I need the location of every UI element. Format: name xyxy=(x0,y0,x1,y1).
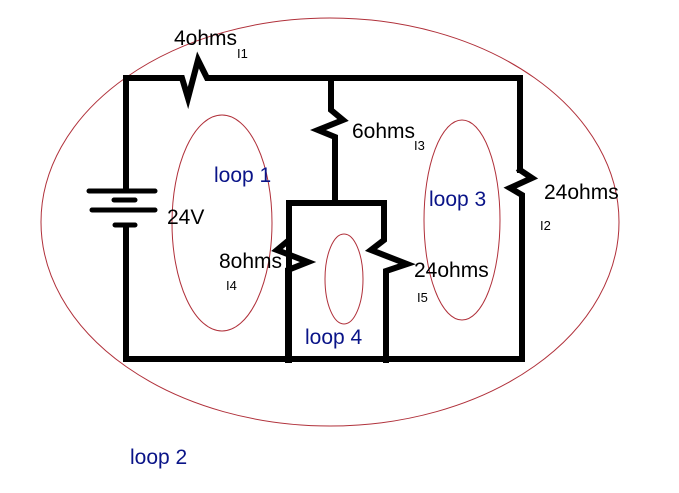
label-24v: 24V xyxy=(167,206,204,229)
label-4ohms: 4ohms xyxy=(174,27,237,50)
loop3-label: loop 3 xyxy=(429,188,486,211)
wire-bottom xyxy=(123,227,525,362)
resistor-6ohms xyxy=(310,75,349,206)
loop2-label: loop 2 xyxy=(130,446,187,469)
label-current-i4: I4 xyxy=(226,278,237,293)
label-24ohms-right: 24ohms xyxy=(544,181,619,204)
loop2-outline xyxy=(40,17,620,427)
loop3-outline xyxy=(423,119,501,321)
wires xyxy=(123,51,539,363)
resistor-8ohms xyxy=(271,225,317,363)
label-6ohms: 6ohms xyxy=(352,120,415,143)
resistor-24ohms-right xyxy=(503,165,539,361)
loop4-outline xyxy=(324,233,364,325)
label-8ohms: 8ohms xyxy=(219,250,282,273)
wire-top xyxy=(210,75,523,173)
wire-left-top xyxy=(123,75,177,193)
resistor-24ohms-branch xyxy=(364,225,416,363)
label-current-i2: I2 xyxy=(540,218,551,233)
resistor-4ohms xyxy=(171,51,216,110)
loop4-label: loop 4 xyxy=(305,326,363,349)
loop1-label: loop 1 xyxy=(214,164,271,187)
loop1-outline xyxy=(171,114,273,332)
label-current-i3: I3 xyxy=(414,138,425,153)
label-current-i5: I5 xyxy=(417,290,428,305)
label-current-i1: I1 xyxy=(237,46,248,61)
label-24ohms-branch: 24ohms xyxy=(414,259,489,282)
battery-symbol xyxy=(86,188,158,228)
